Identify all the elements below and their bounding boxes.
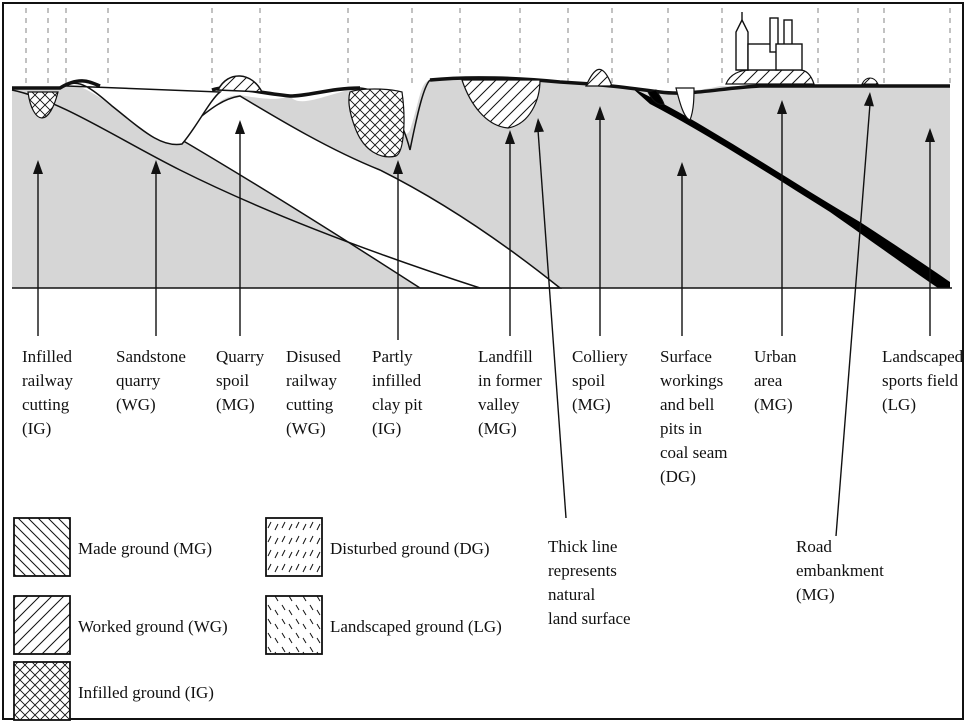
label-arrow [235,120,245,336]
legend-item-disturbed-ground: Disturbed ground (DG) [265,517,490,577]
bell-pit [675,87,695,121]
label-arrow [393,160,403,340]
arrow-group [33,92,935,537]
legend-item-made-ground: Made ground (MG) [13,517,212,577]
surface-working [647,89,665,105]
urban-made-ground [725,69,815,85]
legend-swatch-landscaped-ground [265,595,323,655]
legend-label-made-ground: Made ground (MG) [78,539,212,558]
legend-label-infilled-ground: Infilled ground (IG) [78,683,214,702]
legend-swatch-worked-ground [13,595,71,655]
landfill-fill [461,79,541,129]
label-arrow [533,118,567,519]
infilled-railway-cutting-fill [27,91,59,119]
label-arrow [595,106,605,336]
legend-item-infilled-ground: Infilled ground (IG) [13,661,214,721]
legend-item-landscaped-ground: Landscaped ground (LG) [265,595,502,655]
left-slope-surface [11,89,481,289]
sandstone-quarry-hollow [63,82,223,146]
label-arrow [33,160,43,336]
legend: Made ground (MG) Worked ground (WG) Infill… [13,517,502,721]
sandstone-band [173,95,563,289]
urban-buildings [735,12,803,71]
road-embankment-mound [861,77,879,85]
label-arrow [505,130,515,336]
label-arrow [151,160,161,336]
legend-label-disturbed-ground: Disturbed ground (DG) [330,539,490,558]
coal-seam [632,88,950,288]
legend-swatch-infilled-ground [13,661,71,721]
label-arrow [925,128,935,336]
clay-pit-fill [348,88,405,158]
survey-guide-lines [25,8,951,86]
label-arrow [777,100,787,336]
legend-swatch-disturbed-ground [265,517,323,577]
legend-swatch-made-ground [13,517,71,577]
legend-label-worked-ground: Worked ground (WG) [78,617,228,636]
label-arrow [677,162,687,336]
legend-item-worked-ground: Worked ground (WG) [13,595,228,655]
legend-label-landscaped-ground: Landscaped ground (LG) [330,617,502,636]
colliery-spoil-mound [585,68,613,87]
label-arrow [835,92,874,537]
quarry-spoil-mound [216,75,264,93]
